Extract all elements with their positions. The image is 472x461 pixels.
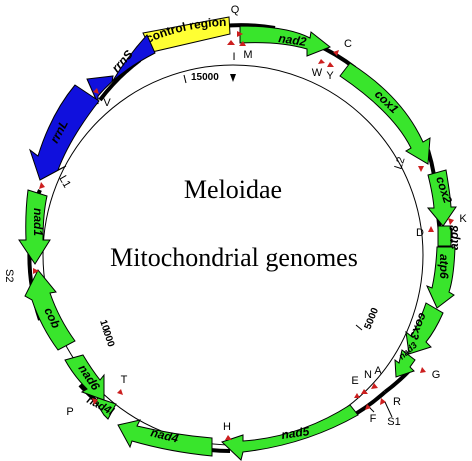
trna-E-label: E [351, 375, 358, 387]
trna-S2-label: S2 [3, 269, 15, 282]
trna-markers [33, 31, 454, 440]
trna-V-label: V [103, 97, 111, 109]
gene-nad1-arrow [18, 189, 51, 265]
tick-label-15000: 15000 [191, 72, 219, 83]
title-line2: Mitochondrial genomes [110, 243, 358, 272]
trna-L1-marker [39, 182, 45, 189]
tick-5000 [355, 324, 363, 331]
trna-F-leader [369, 407, 375, 413]
tick-10000 [102, 327, 111, 333]
trna-L2-marker [418, 166, 424, 172]
trna-C-label: C [344, 38, 352, 50]
trna-N-label: N [364, 369, 372, 381]
trna-P-marker [92, 398, 98, 405]
trna-Y-marker [327, 62, 334, 67]
trna-P-label: P [66, 406, 73, 418]
trna-V-marker [93, 88, 99, 94]
tick-15000 [183, 74, 187, 84]
trna-T-label: T [121, 374, 128, 386]
trna-S1-leader [384, 401, 393, 418]
trna-Y-label: Y [326, 70, 334, 82]
trna-D-marker [428, 226, 434, 232]
gene-rrnS-arrow [86, 34, 156, 105]
trna-Q-marker [237, 31, 243, 37]
trna-M-label: M [243, 49, 252, 61]
trna-K-label: K [459, 213, 467, 225]
trna-K-marker [448, 218, 454, 225]
trna-I-marker [227, 40, 235, 45]
trna-H-marker [225, 435, 232, 440]
trna-D-label: D [416, 227, 424, 239]
gene-nad4-arrow [117, 419, 213, 457]
gene-nad3-arrow [394, 349, 416, 378]
trna-S1-label: S1 [387, 416, 400, 428]
trna-W-label: W [312, 67, 323, 79]
tick-label-5000: 5000 [363, 306, 382, 331]
gene-atp8-arrow [437, 225, 452, 247]
trna-T-marker [117, 389, 123, 395]
trna-S2-marker [33, 268, 39, 274]
gene-nad2-arrow [239, 25, 331, 57]
trna-Q-label: Q [231, 4, 240, 16]
trna-L2-label: L2 [392, 156, 407, 171]
trna-L1-label: L1 [56, 174, 73, 191]
trna-W-marker [318, 59, 325, 64]
trna-E-marker [354, 393, 360, 398]
gene-cob-arrow [24, 269, 76, 351]
trna-C-marker [333, 50, 339, 56]
trna-F-marker [365, 404, 371, 410]
trna-G-marker [420, 367, 426, 373]
gene-rrnL-arrow [29, 84, 100, 181]
trna-G-label: G [432, 369, 441, 381]
trna-I-label: I [232, 51, 235, 63]
gene-nad6-arrow [64, 354, 105, 401]
gene-cox2-arrow [426, 169, 457, 227]
gene-nad4-label: nad4 [149, 425, 180, 445]
gene-nad2-label: nad2 [278, 31, 308, 49]
title-line1: Meloidae [184, 175, 282, 204]
trna-R-marker [380, 398, 386, 405]
trna-N-marker [361, 389, 368, 394]
gene-nad1-label: nad1 [31, 208, 45, 236]
gene-atp8-label: atp8 [447, 225, 461, 250]
gene-atp6-label: atp6 [437, 254, 451, 279]
gene-cox3-arrow [405, 302, 444, 355]
trna-A-marker [371, 383, 378, 389]
trna-F-label: F [370, 413, 377, 425]
gene-nad5-label: nad5 [280, 424, 310, 442]
tick-label-10000: 10000 [97, 319, 116, 349]
gene-atp6-arrow [426, 246, 456, 309]
trna-M-marker [239, 41, 246, 46]
trna-A-label: A [374, 365, 382, 377]
trna-H-label: H [223, 421, 231, 433]
gene-nad5-arrow [221, 404, 359, 461]
gene-cox1-arrow [339, 62, 431, 165]
trna-R-label: R [393, 396, 401, 408]
origin-marker [230, 74, 236, 82]
